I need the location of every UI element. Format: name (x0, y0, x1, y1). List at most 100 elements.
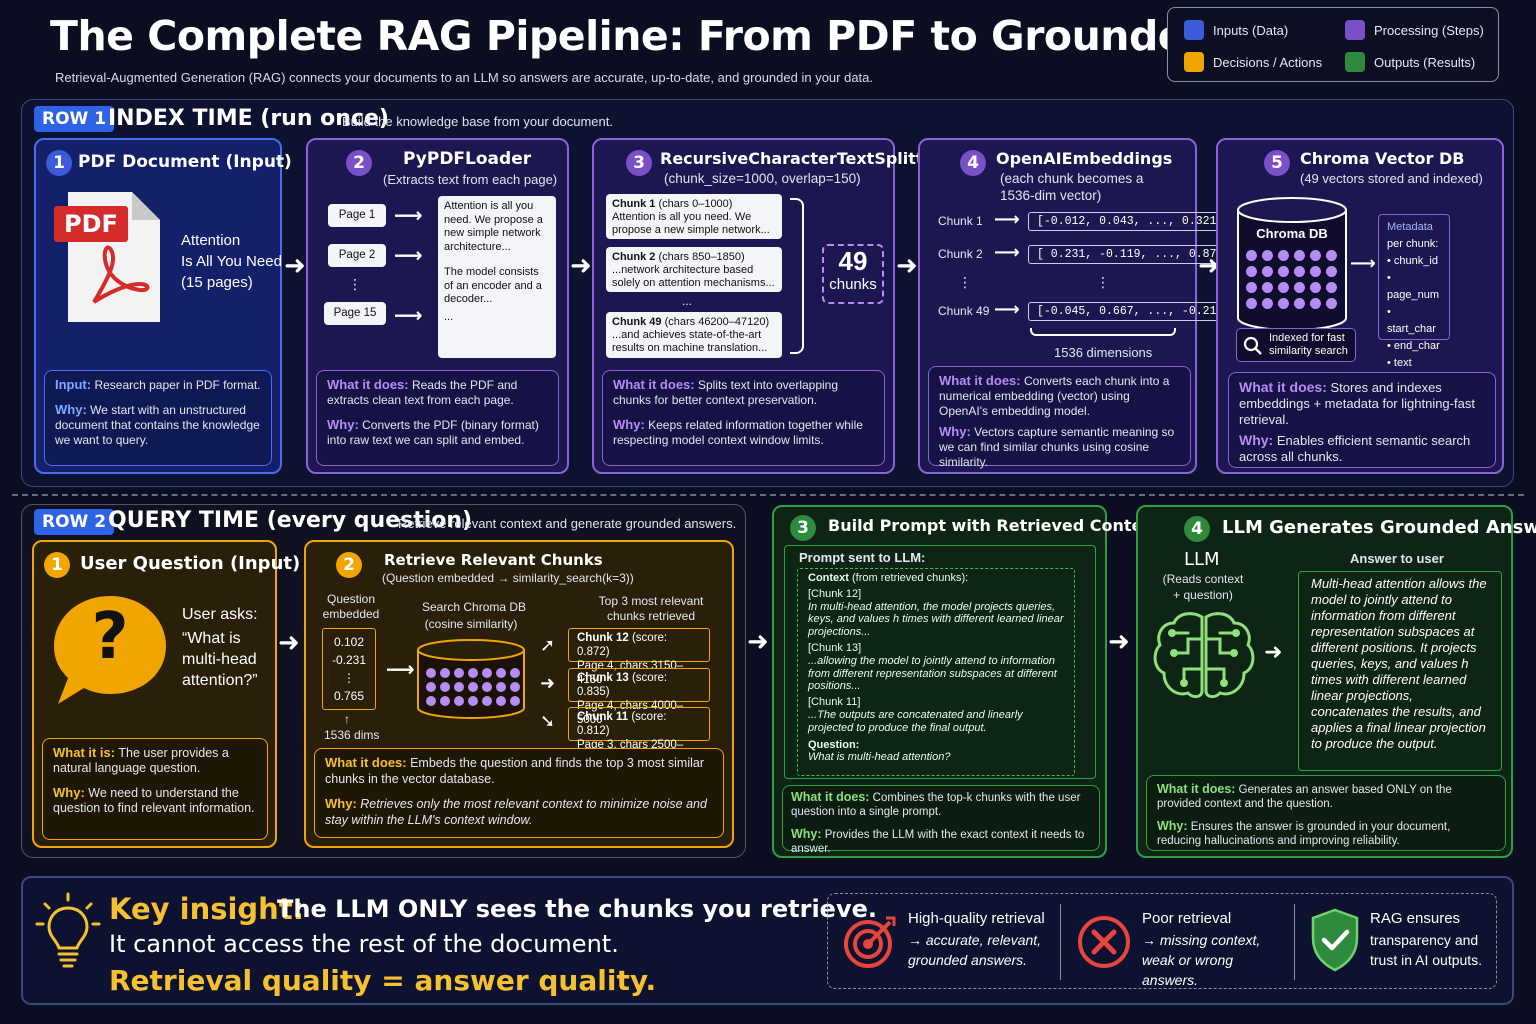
legend-label: Decisions / Actions (1213, 54, 1323, 70)
question-bubble-icon: ? (50, 590, 170, 710)
row1-tag: ROW 1 (34, 106, 115, 132)
brain-icon (1152, 609, 1256, 703)
retrieved-loc: Page 4, chars 3150–4150 (577, 660, 684, 686)
flow-arrow: ⟶ (386, 659, 415, 681)
llm-sub: (Reads context + question) (1162, 572, 1244, 602)
legend-swatch-decisions (1184, 52, 1204, 72)
flow-arrow: ➜ (1198, 250, 1220, 280)
step-info: What it does: Combines the top-k chunks … (782, 785, 1100, 855)
index-step-splitter: 3 RecursiveCharacterTextSplitter (chunk_… (592, 138, 942, 474)
metadata-box: Metadata per chunk: • chunk_id • page_nu… (1378, 214, 1450, 369)
info-label: What it does: (791, 790, 870, 804)
info-label: Why: (55, 402, 87, 417)
ellipsis-dots: ⋮ (1096, 274, 1110, 290)
info-label: What it does: (939, 373, 1021, 388)
flow-arrow: ➜ (540, 673, 556, 693)
target-icon (842, 914, 898, 970)
search-index-badge: Indexed for fast similarity search (1236, 328, 1356, 362)
page-chip: Page 15 (324, 302, 386, 325)
llm-label: LLM (1184, 549, 1220, 570)
answer-text: Multi-head attention allows the model to… (1311, 576, 1487, 751)
step-subtitle: (each chunk becomes a 1536-dim vector) (1000, 170, 1143, 204)
retrieved-loc: Page 4, chars 4000–5000 (577, 700, 684, 726)
chunk-text: Attention is all you need. We propose a … (612, 211, 770, 236)
answer-label: Answer to user (1350, 551, 1444, 566)
vector-value: ⋮ (343, 671, 355, 685)
shield-check-icon (1310, 908, 1360, 972)
index-step-embeddings: 4 OpenAIEmbeddings (each chunk becomes a… (918, 138, 1240, 474)
question-dims: 1536 dims (324, 728, 380, 742)
step-info: What it does: Converts each chunk into a… (928, 366, 1191, 469)
info-text: Ensures the answer is grounded in your d… (1157, 821, 1451, 847)
metadata-item: • end_char (1387, 340, 1440, 352)
doc-line: Is All You Need (181, 253, 282, 270)
step-title: Build Prompt with Retrieved Context (828, 516, 1161, 535)
chunk-count-box: 49 chunks (822, 244, 884, 304)
info-text: Provides the LLM with the exact context … (791, 829, 1085, 855)
info-text: Converts each chunk into a numerical emb… (939, 374, 1170, 418)
context-box: Context (from retrieved chunks): [Chunk … (797, 568, 1075, 776)
step-number: 3 (790, 515, 816, 541)
index-step-vectordb: 5 Chroma Vector DB (49 vectors stored an… (1216, 138, 1504, 474)
flow-arrow: ➚ (540, 635, 556, 655)
prompt-label: Prompt sent to LLM: (799, 550, 926, 565)
chunk-card: Chunk 49 (chars 46200–47120)...and achie… (606, 312, 782, 358)
row-divider (12, 494, 1524, 496)
info-label: Why: (327, 417, 359, 432)
doc-line: (15 pages) (181, 274, 253, 291)
context-text: ...The outputs are concatenated and line… (808, 708, 1023, 734)
info-text: Enables efficient semantic search across… (1239, 433, 1471, 464)
metadata-item: • chunk_id (1387, 255, 1438, 267)
retrieved-name: Chunk 11 (577, 711, 629, 723)
step-subtitle: (Extracts text from each page) (383, 172, 558, 187)
question-text: What is multi-head attention? (808, 751, 951, 764)
insight-item-head: RAG ensures (1370, 910, 1461, 927)
insight-summary-box: High-quality retrieval → accurate, relev… (827, 893, 1497, 989)
flow-arrow: ➜ (747, 626, 769, 656)
step-number: 4 (1184, 516, 1210, 542)
step-subtitle: (49 vectors stored and indexed) (1300, 171, 1483, 186)
page-chip: Page 1 (328, 204, 386, 227)
lightbulb-icon (35, 892, 101, 972)
database-label: Chroma DB (1256, 226, 1328, 241)
info-label: What it does: (1239, 379, 1327, 395)
info-text: Research paper in PDF format. (94, 378, 261, 392)
step-info: Input: Research paper in PDF format. Why… (44, 370, 272, 466)
error-icon (1076, 914, 1132, 970)
metadata-sub: per chunk: (1387, 238, 1439, 250)
insight-line3: Retrieval quality = answer quality. (109, 964, 657, 997)
question-mark: ? (91, 600, 129, 674)
subtitle-line: 1536-dim vector) (1000, 188, 1102, 203)
insight-item-body: transparency and trust in AI outputs. (1370, 932, 1483, 968)
chunk-count-label: chunks (829, 276, 877, 293)
step-info: What it does: Stores and indexes embeddi… (1228, 372, 1496, 468)
step-title: RecursiveCharacterTextSplitter (660, 149, 943, 168)
info-text: Vectors capture semantic meaning so we c… (939, 425, 1175, 469)
row1-panel: ROW 1 INDEX TIME (run once) Build the kn… (21, 99, 1514, 487)
info-text: We start with an unstructured document t… (55, 403, 260, 447)
user-question: “What is multi-head attention?” (182, 630, 258, 689)
step-info: What it does: Reads the PDF and extracts… (316, 370, 559, 466)
legend-swatch-inputs (1184, 20, 1204, 40)
flow-arrow: ⟶ (994, 242, 1020, 262)
question-vector: 0.102 -0.231 ⋮ 0.765 (322, 628, 376, 710)
flow-arrow: ➜ (284, 250, 306, 280)
info-label: Why: (939, 424, 971, 439)
step-title: User Question (Input) (80, 553, 301, 574)
retrieved-score: (score: 0.835) (577, 672, 668, 698)
context-sub: (from retrieved chunks): (852, 572, 969, 584)
legend-label: Outputs (Results) (1374, 54, 1476, 70)
chunk-name: Chunk 1 (612, 198, 656, 210)
legend-label: Inputs (Data) (1213, 22, 1289, 38)
info-label: What it does: (325, 755, 407, 770)
info-label: What it does: (327, 377, 409, 392)
step-number: 2 (336, 552, 362, 578)
flow-arrow: ➜ (278, 627, 300, 657)
index-step-pdf: 1 PDF Document (Input) PDF Attention Is … (34, 138, 292, 474)
vector-value: 0.765 (333, 689, 365, 703)
step-title: LLM Generates Grounded Answer (1222, 517, 1536, 538)
step-number: 3 (626, 150, 652, 176)
info-text: Generates an answer based ONLY on the pr… (1157, 784, 1452, 810)
context-tag: [Chunk 13] (808, 641, 862, 654)
step-title: PyPDFLoader (403, 149, 532, 169)
